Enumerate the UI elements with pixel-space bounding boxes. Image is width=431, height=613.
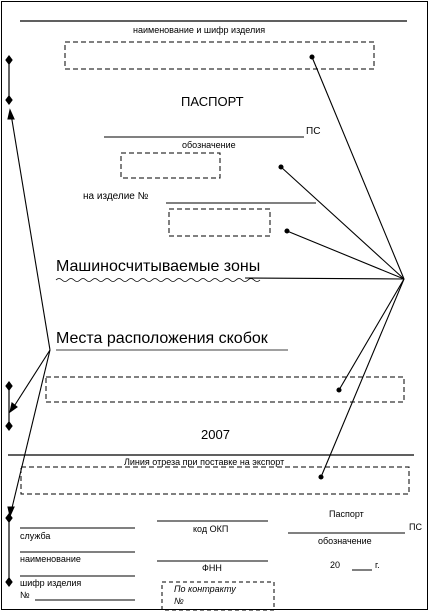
name-label: наименование xyxy=(20,554,81,564)
footer-year-prefix: 20 xyxy=(330,560,341,570)
zone-lower xyxy=(45,376,405,403)
contract-label: По контракту xyxy=(174,584,236,594)
footer-passport-label: Паспорт xyxy=(329,509,364,519)
zone-product-number xyxy=(168,208,271,237)
footer-year-suffix: г. xyxy=(375,560,380,570)
ps-suffix: ПС xyxy=(306,126,321,137)
machine-readable-zones-label: Машиносчитываемые зоны xyxy=(56,258,261,275)
designation-label: обозначение xyxy=(182,140,236,150)
staple-locations-label: Места расположения скобок xyxy=(56,330,268,347)
zone-export xyxy=(20,466,410,495)
number-sign-label: № xyxy=(20,590,30,600)
zone-designation xyxy=(120,152,221,179)
fnn-label: ФНН xyxy=(202,563,222,573)
footer-ps-label: ПС xyxy=(409,522,422,532)
year-label: 2007 xyxy=(201,427,230,442)
contract-number-label: № xyxy=(174,596,184,606)
okp-code-label: код ОКП xyxy=(193,524,229,534)
product-code-label: шифр изделия xyxy=(20,578,82,588)
passport-title: ПАСПОРТ xyxy=(181,94,244,109)
product-name-label: наименование и шифр изделия xyxy=(133,25,266,35)
export-cut-line-label: Линия отреза при поставке на экспорт xyxy=(124,457,285,467)
product-number-label: на изделие № xyxy=(83,191,149,202)
zone-contract xyxy=(161,581,275,611)
service-label: служба xyxy=(20,531,51,541)
footer-designation-label: обозначение xyxy=(318,536,372,546)
machine-readable-leaders xyxy=(244,54,405,480)
staple-leaders xyxy=(7,108,51,518)
machine-readable-wavy-underline xyxy=(55,278,261,282)
zone-product-name xyxy=(64,41,375,70)
